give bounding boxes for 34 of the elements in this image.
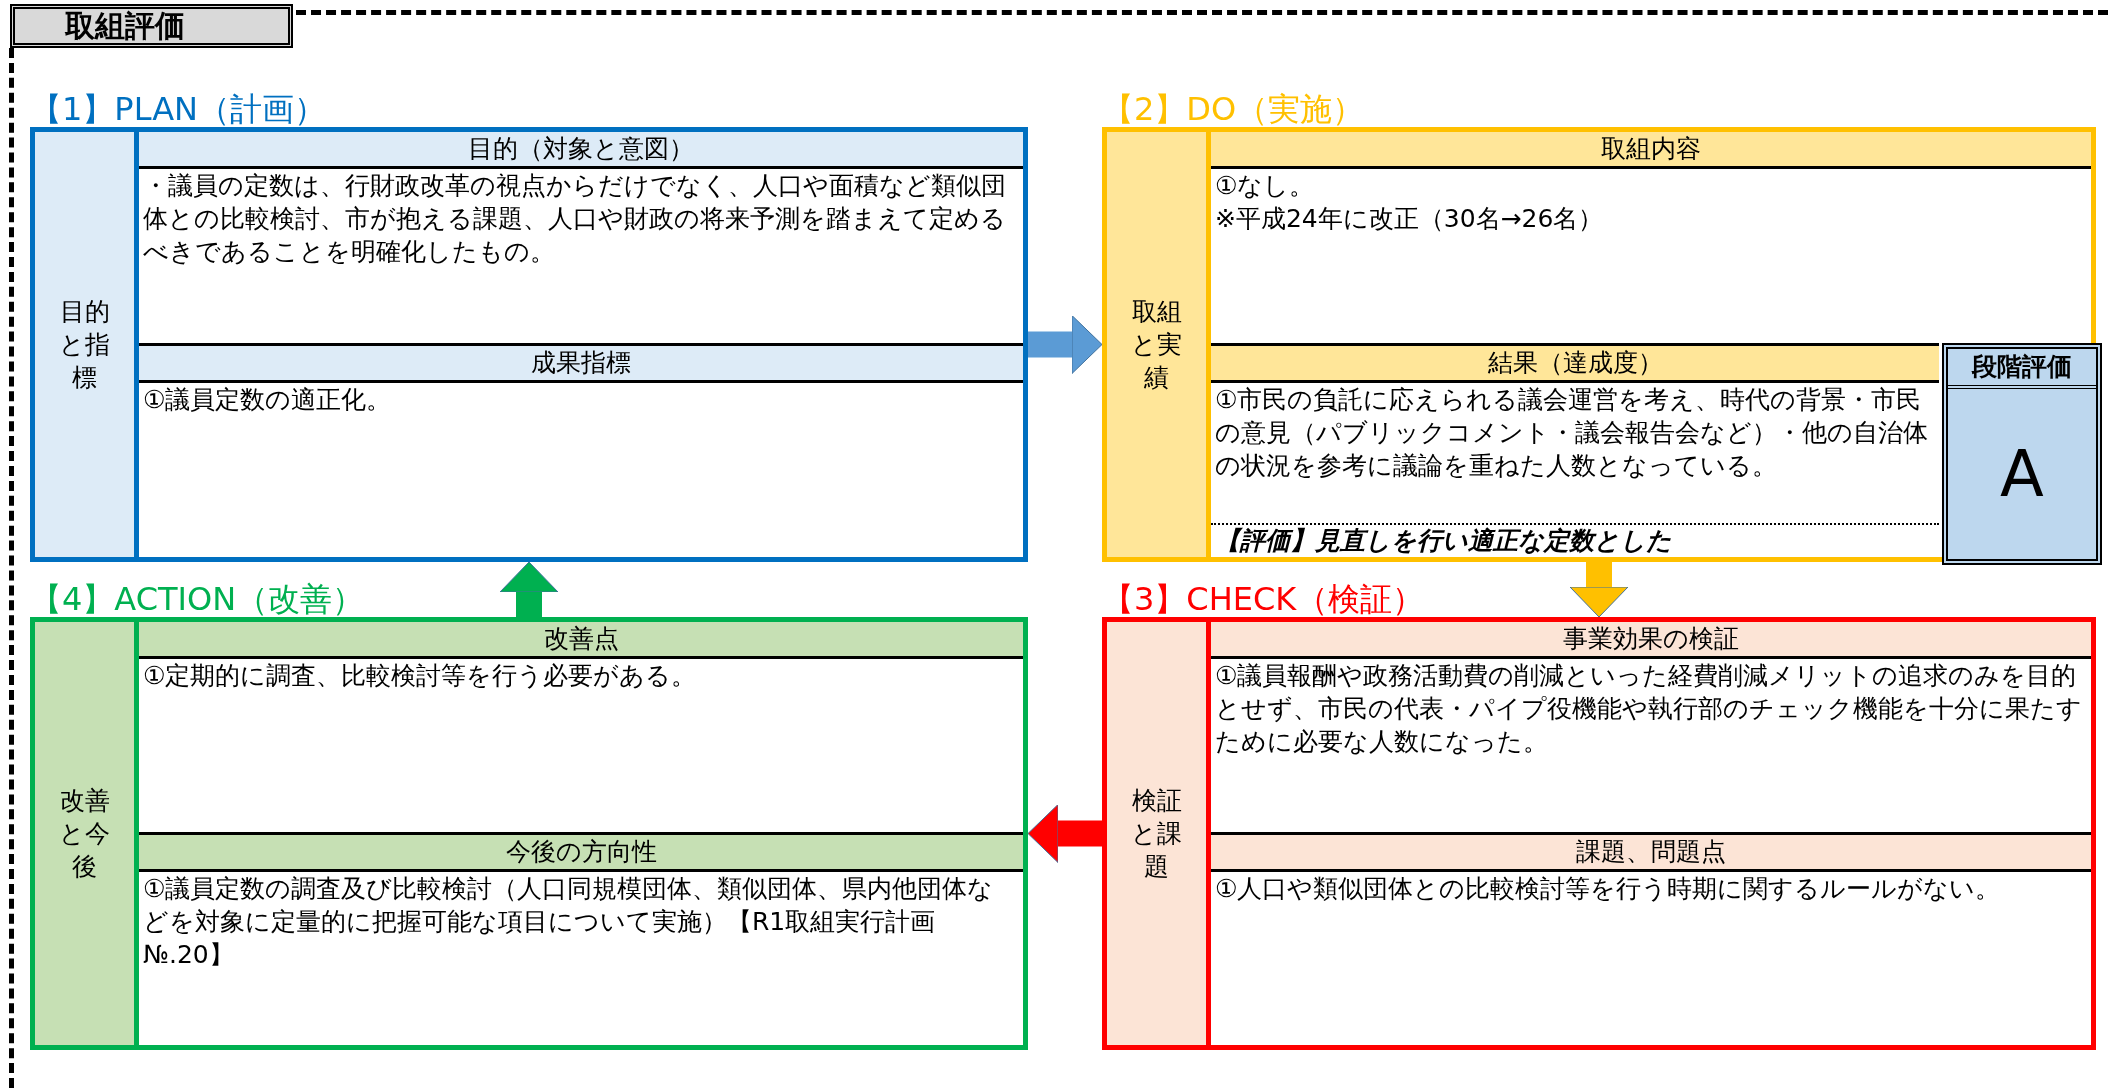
page-title: 取組評価: [10, 4, 293, 48]
panel-heading: 【1】PLAN（計画）: [30, 90, 327, 128]
body-text: ・議員の定数は、行財政改革の視点からだけでなく、人口や面積など類似団体との比較検討、市が抱える課題、人口や財政の将来予測を踏まえて定めるべきであることを明確化したもの。: [143, 170, 1007, 268]
body-text: ①定期的に調査、比較検討等を行う必要がある。: [143, 660, 698, 692]
section-header: 成果指標: [139, 346, 1023, 383]
body-text: ①人口や類似団体との比較検討等を行う時期に関するルールがない。: [1215, 873, 2002, 905]
body-text: ①議員定数の適正化。: [143, 384, 393, 416]
section-header: 今後の方向性: [139, 835, 1023, 872]
body-text: ①議員定数の調査及び比較検討（人口同規模団体、類似団体、県内他団体などを対象に定量的に把握可能な項目について実施）【R1取組実行計画№.20】: [143, 873, 995, 971]
section-header: 改善点: [139, 622, 1023, 659]
panel-heading: 【2】DO（実施）: [1102, 90, 1365, 128]
evaluation-note: 【評価】見直しを行い適正な定数とした: [1211, 523, 1939, 557]
block-arrow: [1569, 562, 1629, 618]
section-header: 目的（対象と意図）: [139, 132, 1023, 169]
panel-heading: 【4】ACTION（改善）: [30, 580, 365, 618]
grade-header: 段階評価: [1948, 349, 2096, 389]
block-arrow: [1027, 804, 1102, 863]
side-label: 目的と指標: [35, 132, 139, 557]
side-label: 取組と実績: [1107, 132, 1211, 557]
section-header: 課題、問題点: [1211, 835, 2091, 872]
body-text: ①なし。: [1215, 170, 1316, 202]
section-header: 結果（達成度）: [1211, 346, 1939, 383]
panel-heading: 【3】CHECK（検証）: [1102, 580, 1425, 618]
side-label: 改善と今後: [35, 622, 139, 1045]
side-label: 検証と課題: [1107, 622, 1211, 1045]
body-text: ①市民の負託に応えられる議会運営を考え、時代の背景・市民の意見（パブリックコメント・議会報告会など）・他の自治体の状況を参考に議論を重ねた人数となっている。: [1215, 384, 1929, 482]
section-header: 取組内容: [1211, 132, 2091, 169]
grade-letter: A: [1999, 436, 2045, 513]
block-arrow: [1028, 315, 1103, 374]
block-arrow: [499, 561, 559, 617]
table-section: [1211, 343, 1939, 557]
section-header: 事業効果の検証: [1211, 622, 2091, 659]
body-text: ①議員報酬や政務活動費の削減といった経費削減メリットの追求のみを目的とせず、市民の代表・パイプ役機能や執行部のチェック機能を十分に果たすために必要な人数になった。: [1215, 660, 2083, 758]
body-text: ※平成24年に改正（30名→26名）: [1215, 203, 1605, 235]
